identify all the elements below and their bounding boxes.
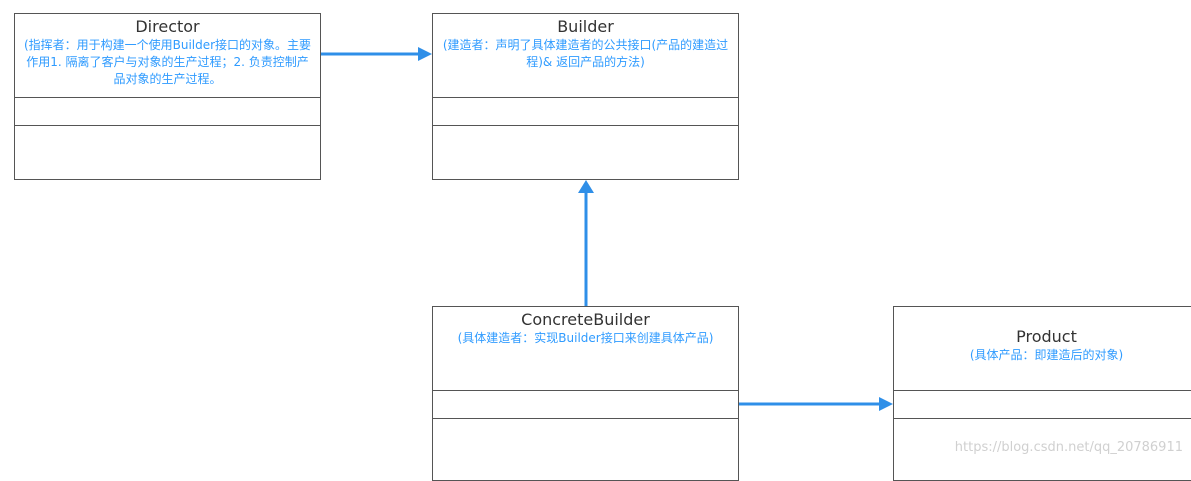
concrete-builder-class-box[interactable]: ConcreteBuilder (具体建造者：实现Builder接口来创建具体产… <box>432 306 739 481</box>
director-attributes-section <box>15 98 320 126</box>
product-class-description: (具体产品：即建造后的对象) <box>969 348 1124 362</box>
concrete-builder-attributes-section <box>433 391 738 419</box>
concrete-builder-class-description: (具体建造者：实现Builder接口来创建具体产品) <box>457 331 714 345</box>
builder-class-description: (建造者：声明了具体建造者的公共接口(产品的建造过程)& 返回产品的方法) <box>442 38 729 69</box>
product-class-name: Product <box>1016 327 1077 346</box>
builder-class-name: Builder <box>557 17 614 36</box>
product-attributes-section <box>894 391 1191 419</box>
director-class-description: (指挥者：用于构建一个使用Builder接口的对象。主要作用1. 隔离了客户与对… <box>23 38 312 86</box>
director-header: Director (指挥者：用于构建一个使用Builder接口的对象。主要作用1… <box>15 14 320 98</box>
concrete-builder-to-builder-arrowhead <box>578 180 594 193</box>
director-class-box[interactable]: Director (指挥者：用于构建一个使用Builder接口的对象。主要作用1… <box>14 13 321 180</box>
product-header: Product (具体产品：即建造后的对象) <box>894 307 1191 391</box>
builder-class-box[interactable]: Builder (建造者：声明了具体建造者的公共接口(产品的建造过程)& 返回产… <box>432 13 739 180</box>
director-class-name: Director <box>135 17 200 36</box>
concrete-builder-to-product-arrowhead <box>879 397 893 411</box>
product-class-box[interactable]: Product (具体产品：即建造后的对象) <box>893 306 1191 481</box>
builder-attributes-section <box>433 98 738 126</box>
concrete-builder-class-name: ConcreteBuilder <box>521 310 650 329</box>
concrete-builder-header: ConcreteBuilder (具体建造者：实现Builder接口来创建具体产… <box>433 307 738 391</box>
builder-header: Builder (建造者：声明了具体建造者的公共接口(产品的建造过程)& 返回产… <box>433 14 738 98</box>
watermark-text: https://blog.csdn.net/qq_20786911 <box>954 440 1183 455</box>
director-to-builder-arrowhead <box>418 47 432 61</box>
